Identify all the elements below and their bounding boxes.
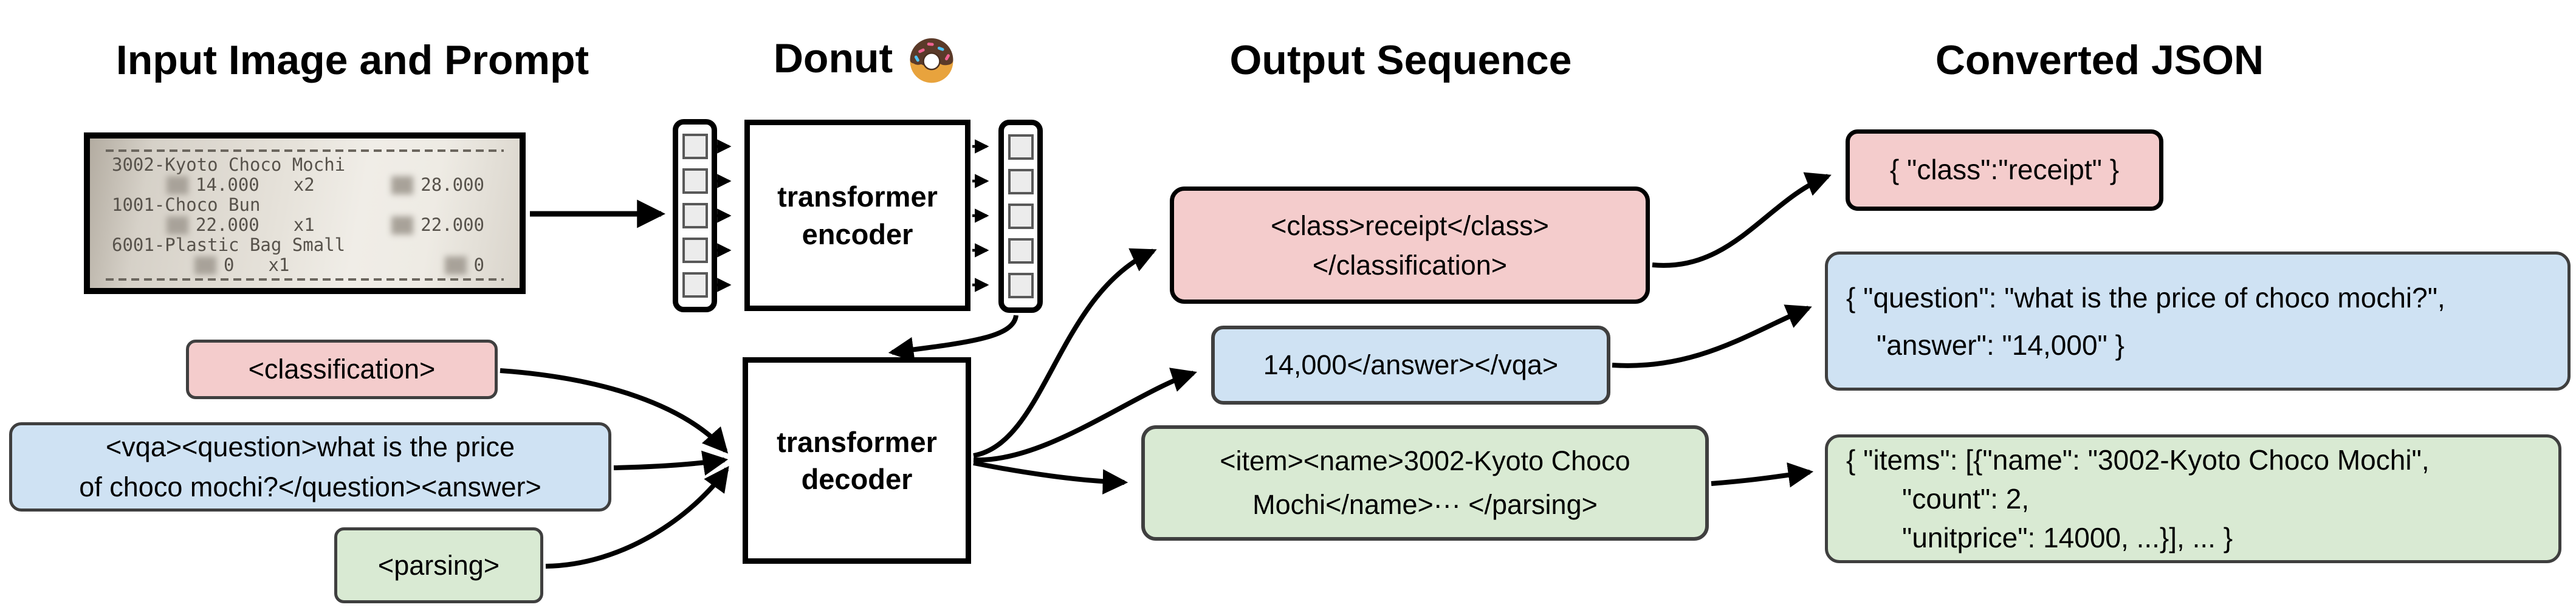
receipt-unit-price: 22.000 <box>196 214 259 235</box>
donut-title-text: Donut <box>773 35 893 81</box>
receipt-separator-bottom <box>106 278 504 281</box>
arrow-vqa-prompt-to-decoder <box>613 450 729 476</box>
prompt-parsing-text: <parsing> <box>377 549 500 581</box>
redaction-blur <box>167 176 188 194</box>
feature-token-rail <box>998 120 1043 313</box>
receipt-item-name: 6001-Plastic Bag Small <box>112 235 346 255</box>
json-vqa: { "question": "what is the price of choc… <box>1825 252 2571 391</box>
json-parsing: { "items": [{"name": "3002-Kyoto Choco M… <box>1825 434 2561 563</box>
output-parsing: <item><name>3002-Kyoto Choco Mochi</name… <box>1141 425 1709 541</box>
receipt-item-amounts: 22.000 x1 22.000 <box>167 216 484 235</box>
transformer-encoder-block: transformer encoder <box>744 120 970 311</box>
prompt-vqa-line2: of choco mochi?</question><answer> <box>79 471 541 502</box>
receipt-line-total: 0 <box>473 255 484 275</box>
prompt-vqa: <vqa><question>what is the price of choc… <box>9 422 611 512</box>
receipt-line-total: 22.000 <box>421 214 484 235</box>
receipt-qty: x1 <box>268 255 290 275</box>
arrow-features-to-decoder <box>888 315 1018 363</box>
output-parsing-line1: <item><name>3002-Kyoto Choco <box>1220 445 1630 476</box>
receipt-item-amounts: 0 x1 0 <box>194 256 484 275</box>
redaction-blur <box>391 176 414 194</box>
prompt-classification-text: <classification> <box>248 354 436 385</box>
output-vqa-text: 14,000</answer></vqa> <box>1263 349 1559 381</box>
json-parsing-line3: "unitprice": 14000, ...}], ... } <box>1902 522 2233 553</box>
feature-token <box>1008 238 1034 264</box>
feature-token <box>1008 134 1034 160</box>
receipt-qty: x1 <box>293 214 315 235</box>
patch-token <box>682 168 708 194</box>
receipt-separator-top <box>106 149 504 152</box>
feature-token <box>1008 169 1034 194</box>
json-parsing-line2: "count": 2, <box>1902 483 2030 515</box>
prompt-classification: <classification> <box>186 340 498 399</box>
arrow-decoder-to-parsing-output <box>973 461 1128 495</box>
json-column-title: Converted JSON <box>1935 37 2264 83</box>
prompt-parsing: <parsing> <box>334 527 543 603</box>
model-column-title: Donut <box>747 29 984 87</box>
receipt-unit-price: 14.000 <box>196 174 259 195</box>
transformer-encoder-label: transformer encoder <box>777 180 938 250</box>
input-patch-rail <box>673 119 717 312</box>
feature-token <box>1008 204 1034 229</box>
arrow-vqa-output-to-json <box>1612 304 1812 368</box>
patch-token <box>682 238 708 263</box>
transformer-decoder-block: transformer decoder <box>743 357 971 564</box>
output-classification: <class>receipt</class> </classification> <box>1170 187 1650 304</box>
prompt-vqa-line1: <vqa><question>what is the price <box>106 431 515 462</box>
receipt-image: 3002-Kyoto Choco Mochi 14.000 x2 28.000 10… <box>84 132 526 294</box>
redaction-blur <box>391 216 414 235</box>
json-classification-text: { "class":"receipt" } <box>1889 154 2120 186</box>
receipt-unit-price: 0 <box>224 255 235 275</box>
output-classification-line2: </classification> <box>1312 249 1508 281</box>
json-vqa-line1: { "question": "what is the price of choc… <box>1846 281 2445 313</box>
receipt-qty: x2 <box>293 174 315 195</box>
arrow-classification-output-to-json <box>1652 172 1832 268</box>
patch-token <box>682 134 708 159</box>
output-parsing-line2: Mochi</name>··· </parsing> <box>1252 489 1598 520</box>
patch-token <box>682 203 708 228</box>
input-column-title: Input Image and Prompt <box>115 37 589 83</box>
output-vqa: 14,000</answer></vqa> <box>1211 326 1610 405</box>
redaction-blur <box>194 256 216 275</box>
patch-token <box>682 272 708 298</box>
arrow-parsing-output-to-json <box>1711 462 1814 488</box>
transformer-decoder-label: transformer decoder <box>777 425 937 495</box>
json-classification: { "class":"receipt" } <box>1846 129 2163 211</box>
receipt-line-total: 28.000 <box>421 174 484 195</box>
feature-token <box>1008 273 1034 298</box>
output-classification-line1: <class>receipt</class> <box>1271 210 1549 241</box>
redaction-blur <box>167 216 188 235</box>
json-vqa-line2: "answer": "14,000" } <box>1877 329 2125 361</box>
receipt-item-name: 3002-Kyoto Choco Mochi <box>112 154 346 175</box>
donut-icon <box>910 38 953 83</box>
json-parsing-line1: { "items": [{"name": "3002-Kyoto Choco M… <box>1846 444 2430 476</box>
redaction-blur <box>444 256 467 275</box>
receipt-item-amounts: 14.000 x2 28.000 <box>167 176 484 194</box>
receipt-item-name: 1001-Choco Bun <box>112 194 261 215</box>
output-column-title: Output Sequence <box>1229 37 1572 83</box>
